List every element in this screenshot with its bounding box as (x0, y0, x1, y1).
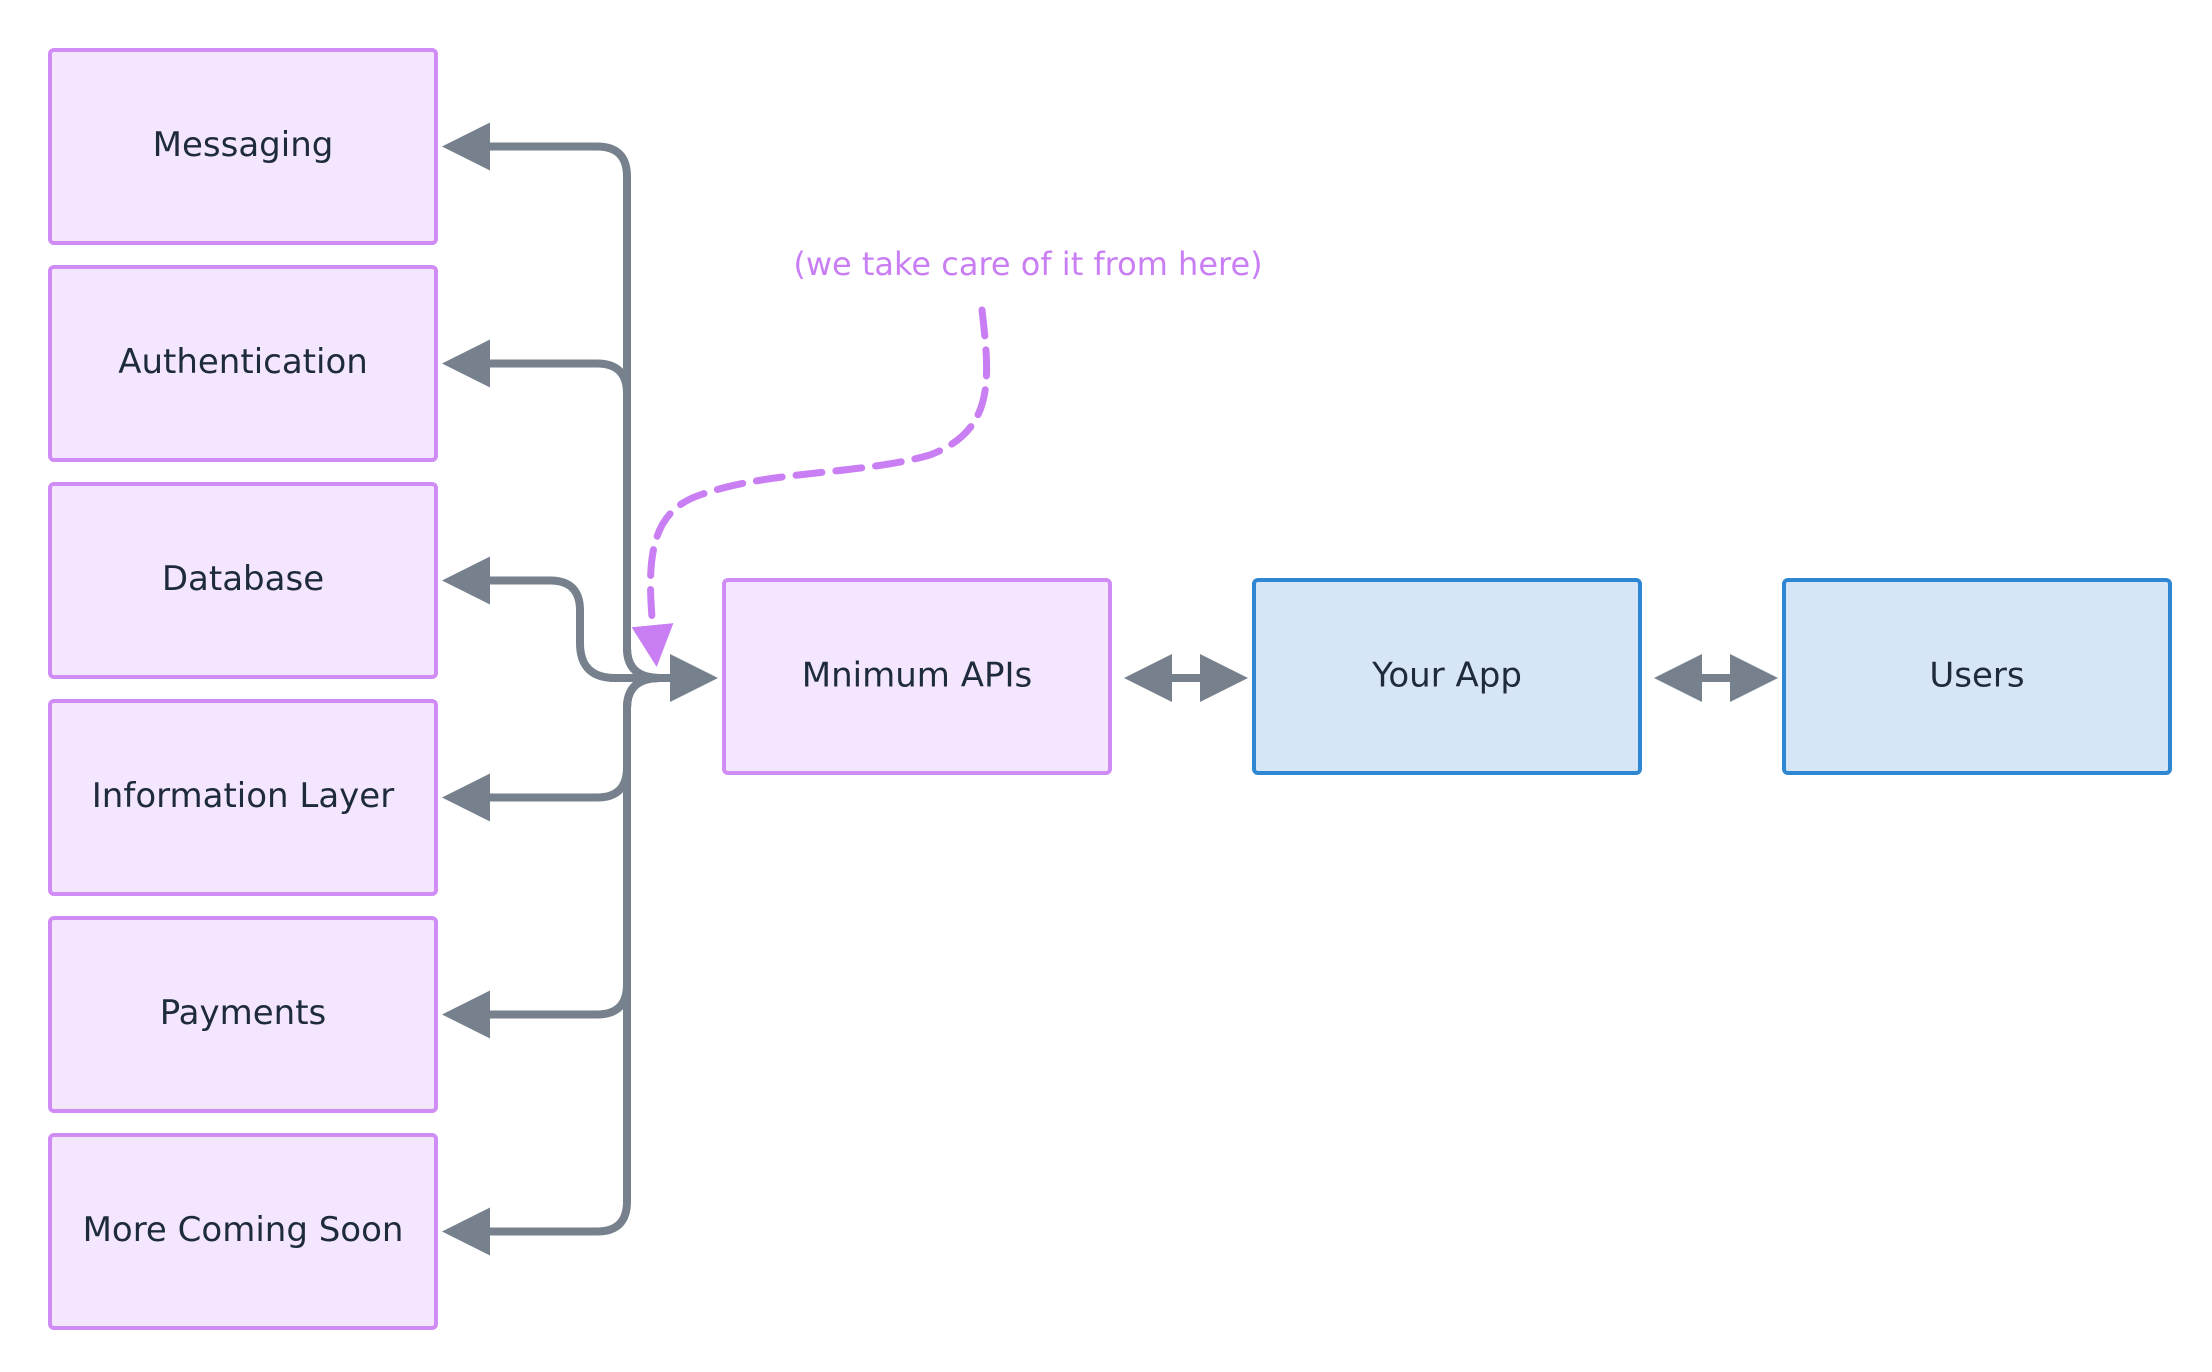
annotation-text: (we take care of it from here) (793, 245, 1262, 283)
connector-more-coming-soon (442, 674, 661, 1256)
connector-database (450, 581, 650, 682)
service-node-database: Database (48, 482, 438, 679)
service-node-information-layer: Information Layer (48, 699, 438, 896)
your-app-node: Your App (1252, 578, 1642, 775)
service-box-payments (48, 916, 438, 1113)
service-label-authentication: Authentication (118, 342, 368, 382)
service-label-payments: Payments (160, 993, 327, 1033)
service-box-authentication (48, 265, 438, 462)
mnimum-apis-label: Mnimum APIs (802, 656, 1032, 696)
users-label: Users (1929, 656, 2024, 696)
service-node-payments: Payments (48, 916, 438, 1113)
service-box-more-coming-soon (48, 1133, 438, 1330)
service-node-more-coming-soon: More Coming Soon (48, 1133, 438, 1330)
users-node: Users (1782, 578, 2172, 775)
service-label-more-coming-soon: More Coming Soon (83, 1210, 404, 1250)
mnimum-apis-node: Mnimum APIs (722, 578, 1112, 775)
service-node-messaging: Messaging (48, 48, 438, 245)
service-box-information-layer (48, 699, 438, 896)
service-box-messaging (48, 48, 438, 245)
service-label-messaging: Messaging (153, 125, 334, 165)
service-connectors (442, 122, 661, 1256)
connector-authentication (442, 339, 661, 682)
service-label-database: Database (162, 559, 324, 599)
service-box-database (48, 482, 438, 679)
service-boxes: MessagingAuthenticationDatabaseInformati… (48, 48, 438, 1330)
service-label-information-layer: Information Layer (92, 776, 394, 816)
service-node-authentication: Authentication (48, 265, 438, 462)
annotation-arrow (631, 306, 991, 667)
your-app-label: Your App (1371, 656, 1522, 696)
